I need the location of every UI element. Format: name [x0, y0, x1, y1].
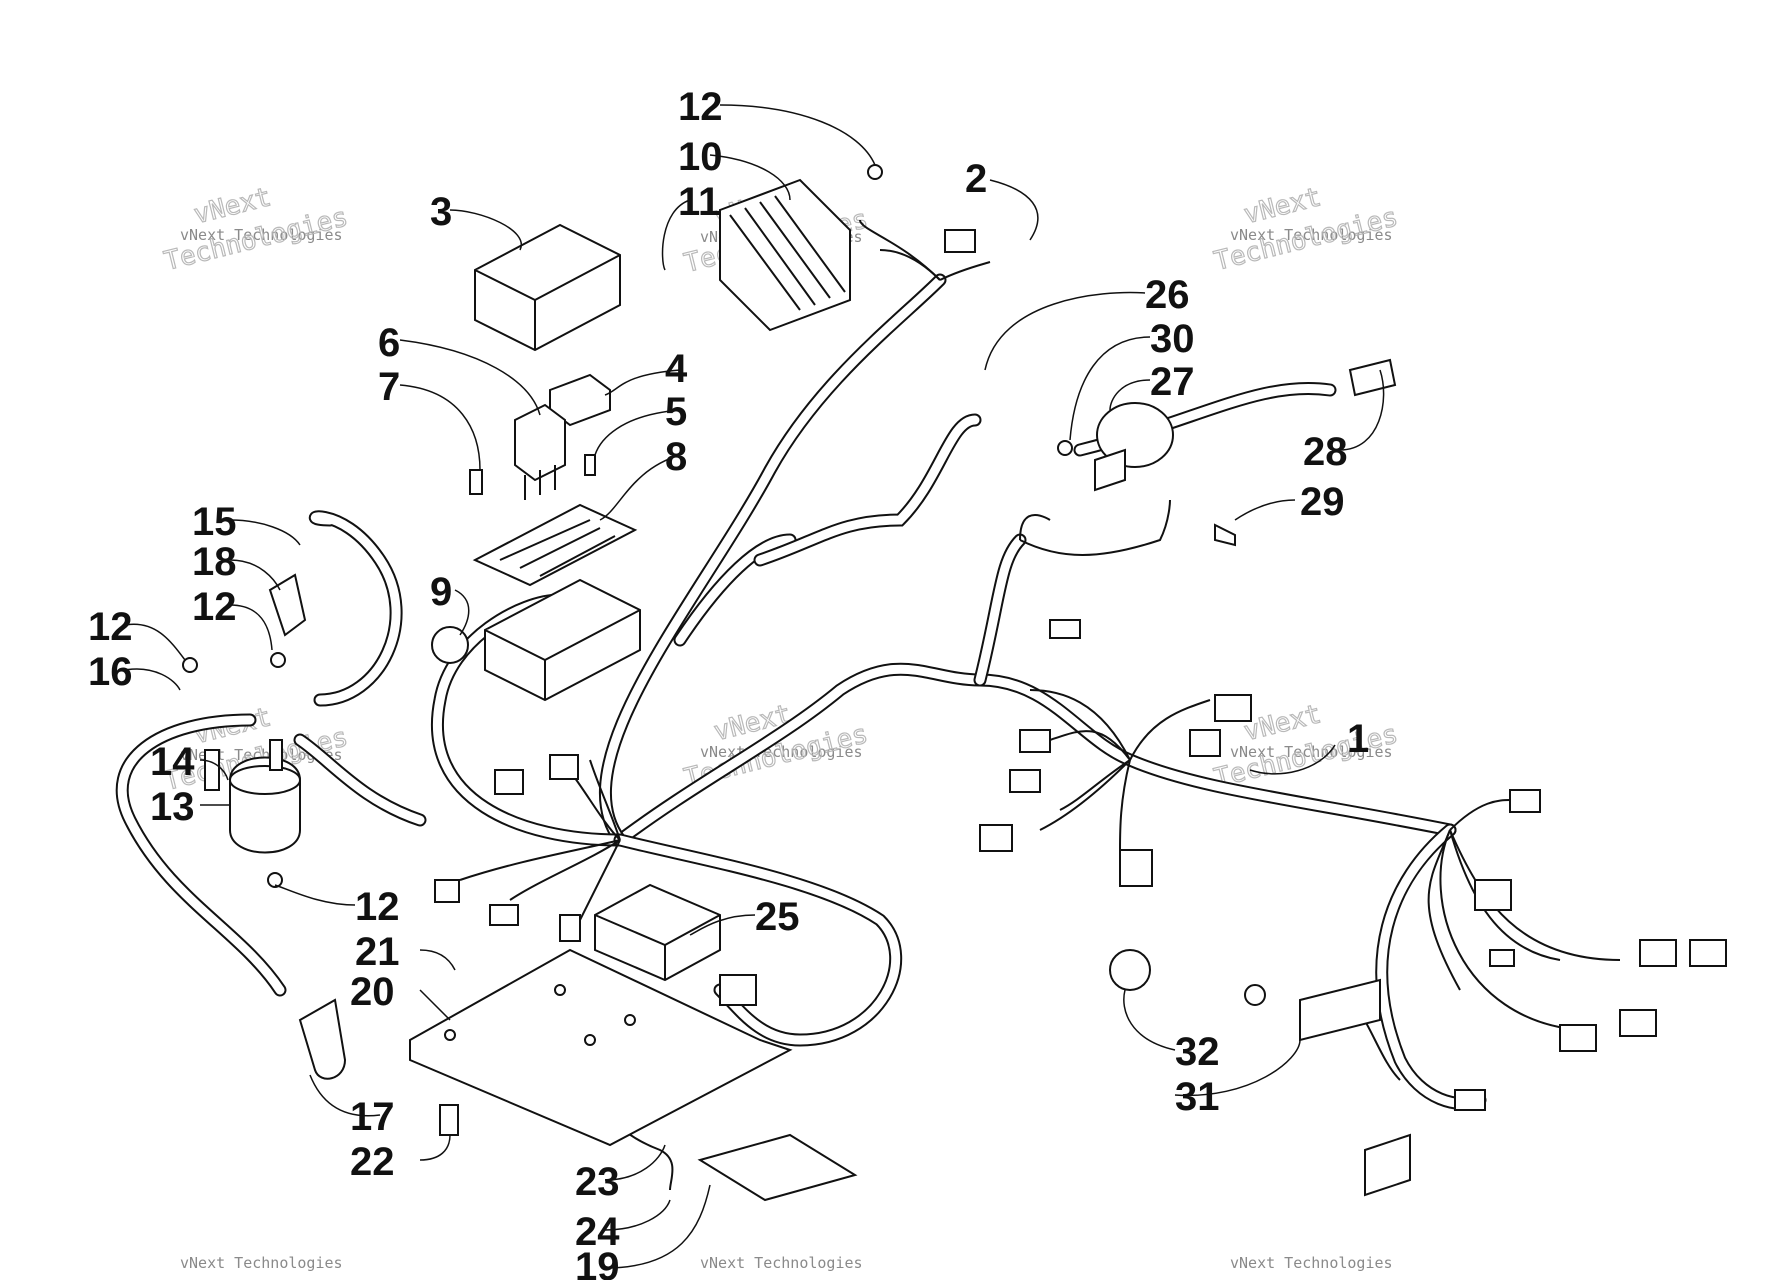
svg-text:vNext Technologies: vNext Technologies [1230, 226, 1393, 244]
callout-19: 19 [575, 1245, 620, 1280]
retaining-ring-9 [431, 626, 469, 664]
callout-17: 17 [350, 1095, 395, 1139]
boot-18 [268, 573, 307, 637]
watermark-bottom-right: vNext Technologies [1230, 1254, 1393, 1272]
nut-12-top [867, 164, 883, 180]
fuse-5 [584, 454, 596, 476]
callout-32: 32 [1175, 1030, 1220, 1074]
svg-text:vNext Technologies: vNext Technologies [1230, 1254, 1393, 1272]
svg-text:vNext Technologies: vNext Technologies [1230, 743, 1393, 761]
watermark-bottom-center: vNext Technologies [700, 1254, 863, 1272]
callout-8: 8 [665, 435, 687, 479]
connectors [434, 229, 1727, 1111]
svg-text:vNext Technologies: vNext Technologies [180, 226, 343, 244]
sensor-bracket [1244, 978, 1411, 1197]
ignition-coil [1094, 402, 1174, 492]
parts [182, 164, 1727, 1202]
callout-12-bottom: 12 [355, 885, 400, 929]
fuse-7 [469, 469, 483, 495]
callout-31: 31 [1175, 1075, 1220, 1119]
voltage-regulator [719, 178, 851, 332]
decal-19 [697, 1133, 858, 1202]
callout-3: 3 [430, 190, 452, 234]
callout-15: 15 [192, 500, 237, 544]
callout-5: 5 [665, 390, 687, 434]
callout-12-top: 12 [678, 85, 723, 129]
nut-12-left-b [270, 652, 286, 668]
nut-30 [1057, 440, 1073, 456]
fuse-panel-gasket [472, 503, 638, 587]
retaining-ring-32 [1109, 949, 1151, 991]
callout-14: 14 [150, 740, 195, 784]
callout-29: 29 [1300, 480, 1345, 524]
callout-labels: 1 2 3 4 5 6 7 8 9 10 11 12 12 12 12 13 1… [88, 85, 1369, 1280]
fuse-block [484, 578, 641, 702]
callout-16: 16 [88, 650, 133, 694]
callout-26: 26 [1145, 273, 1190, 317]
callout-2: 2 [965, 157, 987, 201]
callout-1: 1 [1347, 717, 1369, 761]
relay-6 [514, 403, 566, 500]
svg-text:vNext Technologies: vNext Technologies [180, 1254, 343, 1272]
callout-20: 20 [350, 970, 395, 1014]
callout-10: 10 [678, 135, 723, 179]
callout-12-left-a: 12 [88, 605, 133, 649]
callout-30: 30 [1150, 317, 1195, 361]
callout-28: 28 [1303, 430, 1348, 474]
callout-12-left-b: 12 [192, 585, 237, 629]
watermark-top-right: vNext vNext Technologies Technologies [1211, 182, 1402, 278]
harness-tubes [115, 273, 1487, 1111]
callout-23: 23 [575, 1160, 620, 1204]
mounting-plate [409, 948, 793, 1147]
callout-21: 21 [355, 930, 400, 974]
watermark-top-left: vNext vNext Technologies Technologies [161, 182, 352, 278]
callout-9: 9 [430, 570, 452, 614]
screw-29 [1214, 523, 1236, 547]
callout-18: 18 [192, 540, 237, 584]
svg-text:vNext Technologies: vNext Technologies [180, 746, 343, 764]
grommet-22 [439, 1104, 459, 1136]
callout-22: 22 [350, 1140, 395, 1184]
callout-6: 6 [378, 321, 400, 365]
starter-solenoid [204, 739, 301, 854]
nut-12-bottom [267, 872, 283, 888]
nut-12-left-a [182, 657, 198, 673]
callout-13: 13 [150, 785, 195, 829]
fuse-box-cover [474, 223, 621, 352]
svg-text:vNext Technologies: vNext Technologies [700, 1254, 863, 1272]
callout-24: 24 [575, 1210, 620, 1254]
boot-17 [298, 998, 347, 1080]
callout-7: 7 [378, 365, 400, 409]
callout-11: 11 [678, 180, 720, 224]
leader-lines [124, 104, 1385, 1269]
cdi-module [594, 883, 721, 982]
callout-27: 27 [1150, 360, 1195, 404]
spark-plug-cap [1348, 358, 1397, 397]
watermark-bottom-left: vNext Technologies [180, 1254, 343, 1272]
callout-4: 4 [665, 347, 688, 391]
callout-25: 25 [755, 895, 800, 939]
